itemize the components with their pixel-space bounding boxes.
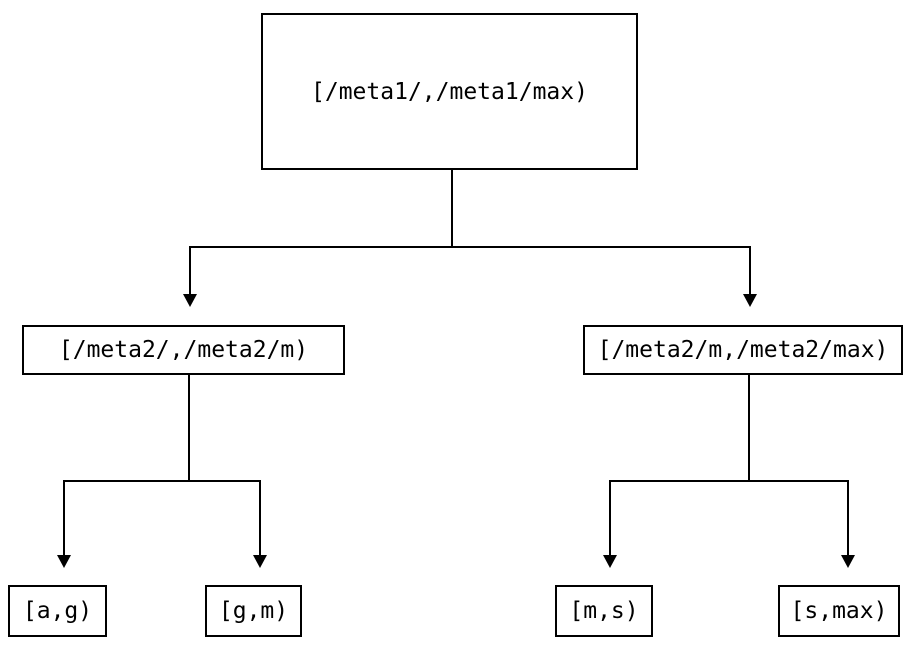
tree-node-leaf-ag-label: [a,g)	[22, 598, 93, 624]
arrowhead-down-icon	[603, 555, 617, 568]
edge-root-to-right-drop	[749, 246, 751, 294]
edge-left-to-leaf-ag-drop	[63, 480, 65, 555]
tree-node-leaf-ms-label: [m,s)	[569, 598, 639, 624]
tree-node-root-label: [/meta1/,/meta1/max)	[311, 78, 588, 105]
edge-left-stem	[188, 375, 190, 481]
edge-root-stem	[451, 170, 453, 248]
tree-node-meta2-right: [/meta2/m,/meta2/max)	[583, 325, 903, 375]
tree-node-leaf-ag: [a,g)	[8, 585, 107, 637]
arrowhead-down-icon	[253, 555, 267, 568]
arrowhead-down-icon	[183, 294, 197, 307]
tree-node-root: [/meta1/,/meta1/max)	[261, 13, 638, 170]
edge-right-to-leaf-smax-drop	[847, 480, 849, 555]
edge-root-to-left-drop	[189, 246, 191, 294]
edge-left-to-leaf-gm-drop	[259, 480, 261, 555]
arrowhead-down-icon	[57, 555, 71, 568]
edge-right-to-leaf-ms-drop	[609, 480, 611, 555]
tree-node-leaf-gm: [g,m)	[205, 585, 302, 637]
tree-node-leaf-smax: [s,max)	[778, 585, 900, 637]
arrowhead-down-icon	[743, 294, 757, 307]
tree-node-leaf-ms: [m,s)	[555, 585, 653, 637]
tree-node-meta2-left: [/meta2/,/meta2/m)	[22, 325, 345, 375]
arrowhead-down-icon	[841, 555, 855, 568]
tree-node-leaf-gm-label: [g,m)	[218, 598, 289, 624]
tree-node-leaf-smax-label: [s,max)	[790, 598, 888, 624]
edge-right-stem	[748, 375, 750, 481]
tree-node-meta2-right-label: [/meta2/m,/meta2/max)	[597, 337, 889, 363]
edge-level1-horizontal-bar	[189, 246, 751, 248]
edge-left-horizontal-bar	[63, 480, 261, 482]
tree-node-meta2-left-label: [/meta2/,/meta2/m)	[58, 337, 309, 363]
edge-right-horizontal-bar	[609, 480, 849, 482]
